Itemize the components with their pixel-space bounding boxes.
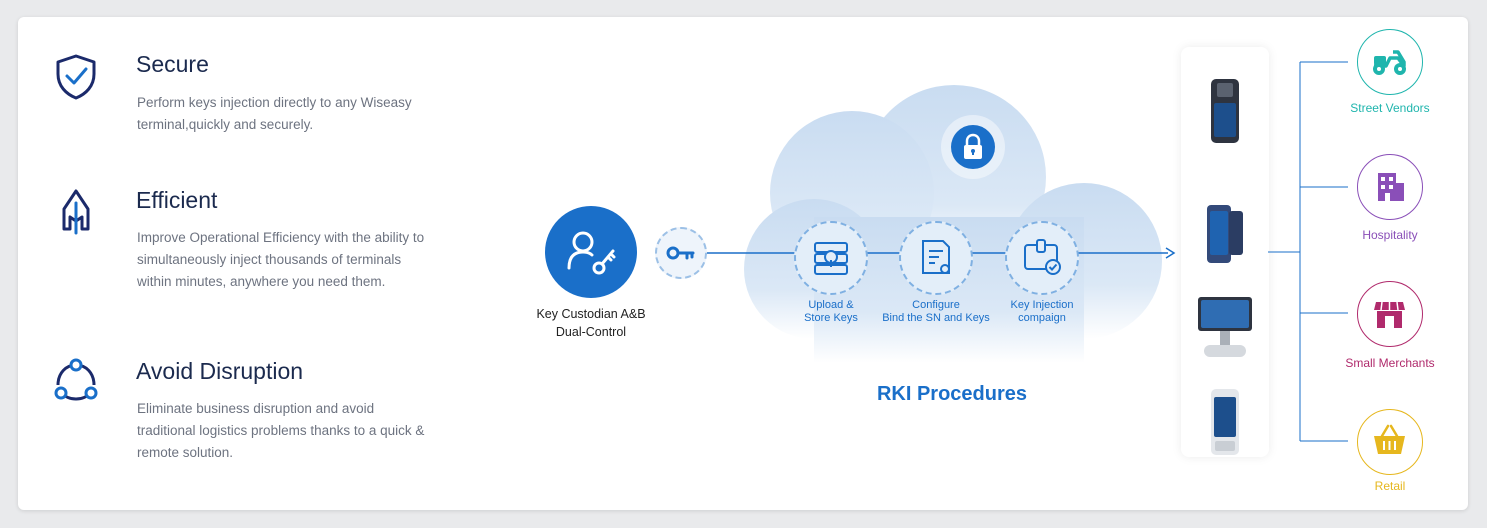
category-label: Small Merchants [1345, 356, 1435, 370]
step-label-line2: Bind the SN and Keys [882, 312, 990, 324]
feature-title: Avoid Disruption [136, 358, 304, 384]
feature-description: Perform keys injection directly to any W… [137, 95, 412, 132]
key-custodian-node [545, 206, 637, 298]
category-street-vendors [1357, 29, 1423, 95]
step-label: Key Injection compaign [992, 299, 1092, 325]
cloud-title: RKI Procedures [876, 383, 1028, 405]
device-panel [1181, 47, 1269, 457]
building-icon [1378, 173, 1404, 201]
key-icon [666, 246, 695, 260]
step-label: Upload & Store Keys [781, 299, 881, 325]
custodian-line2: Dual-Control [555, 325, 627, 339]
document-config-icon [922, 240, 950, 274]
smart-phone-terminal-icon [1207, 205, 1243, 263]
feature-title: Secure [136, 51, 209, 77]
user-key-icon [567, 231, 616, 275]
smart-pos-terminal-icon [1211, 389, 1239, 455]
step-label-line1: Upload & [808, 299, 854, 311]
lock-badge [941, 115, 1005, 179]
category-label: Street Vendors [1350, 101, 1430, 115]
scooter-icon [1373, 50, 1406, 75]
step-label-line1: Key Injection [1010, 299, 1074, 311]
rki-overview-card: Secure Perform keys injection directly t… [18, 17, 1468, 510]
step-configure [899, 221, 973, 295]
step-label-line2: compaign [1018, 312, 1066, 324]
lock-icon [964, 133, 982, 159]
desktop-pos-terminal-icon [1198, 297, 1252, 357]
step-key-injection [1005, 221, 1079, 295]
step-label-line1: Configure [912, 299, 960, 311]
server-key-icon [814, 242, 848, 275]
category-label: Hospitality [1362, 228, 1418, 242]
category-label: Retail [1374, 479, 1406, 493]
feature-title: Efficient [136, 187, 218, 213]
shield-check-icon [56, 54, 96, 100]
network-cycle-icon [54, 358, 98, 401]
step-label-line2: Store Keys [804, 312, 858, 324]
handheld-pos-terminal-icon [1211, 79, 1239, 143]
category-small-merchants [1357, 281, 1423, 347]
category-retail [1357, 409, 1423, 475]
key-node [655, 227, 707, 279]
step-upload-store-keys [794, 221, 868, 295]
category-branches [1268, 61, 1348, 442]
key-custodian-label: Key Custodian A&B Dual-Control [521, 305, 661, 341]
feature-description: Eliminate business disruption and avoid … [137, 401, 425, 460]
feature-description: Improve Operational Efficiency with the … [137, 230, 425, 289]
custodian-line1: Key Custodian A&B [536, 307, 646, 321]
category-hospitality [1357, 154, 1423, 220]
step-label: Configure Bind the SN and Keys [866, 299, 1006, 325]
arrow-up-icon [62, 189, 90, 235]
terminal-check-icon [1024, 239, 1061, 275]
shop-icon [1374, 301, 1405, 328]
basket-icon [1374, 424, 1405, 454]
